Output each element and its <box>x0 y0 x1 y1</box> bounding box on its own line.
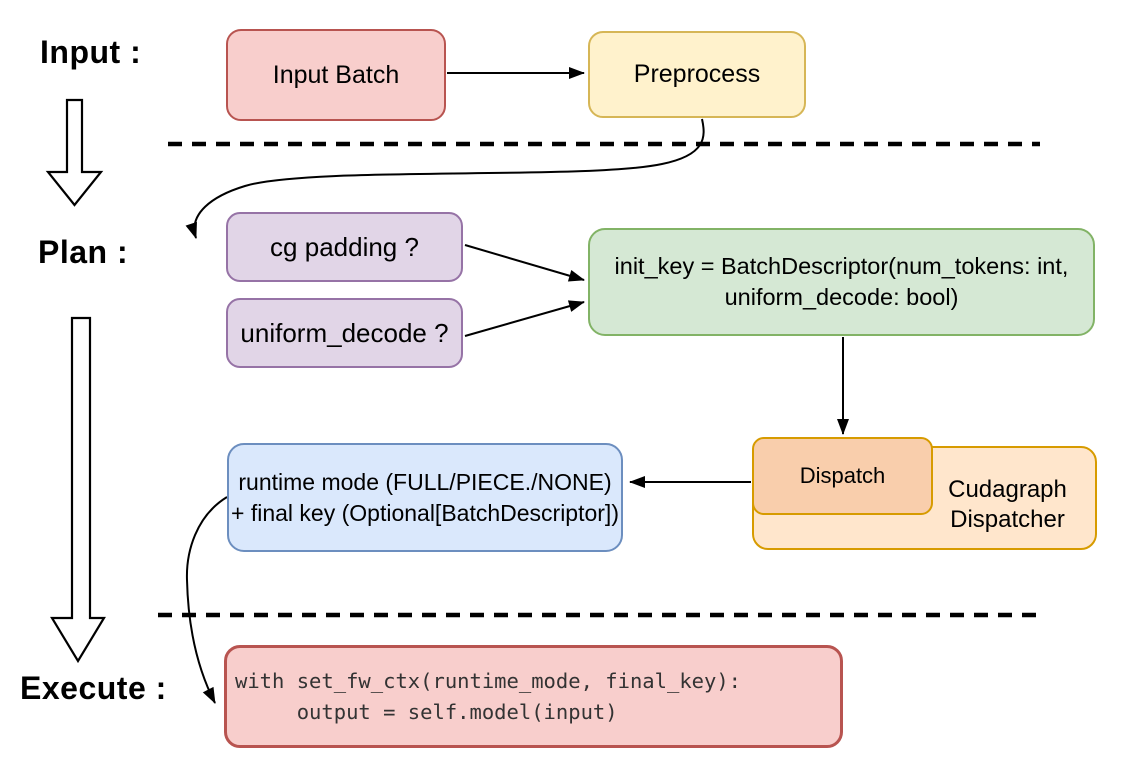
execute-code-line1: with set_fw_ctx(runtime_mode, final_key)… <box>235 668 742 693</box>
node-cg-padding: cg padding ? <box>226 212 463 282</box>
node-uniform-decode-label: uniform_decode ? <box>240 317 449 348</box>
flow-arrow-plan-to-execute <box>50 316 106 664</box>
node-uniform-decode: uniform_decode ? <box>226 298 463 368</box>
arrow-runtime-mode-to-execute-code <box>185 496 228 704</box>
node-dispatch: Dispatch <box>752 437 933 515</box>
node-cg-padding-label: cg padding ? <box>270 231 419 262</box>
node-runtime-mode-line1: runtime mode (FULL/PIECE./NONE) <box>238 469 612 496</box>
stage-label-input: Input : <box>40 34 142 70</box>
node-init-key: init_key = BatchDescriptor(num_tokens: i… <box>588 228 1095 336</box>
flow-arrow-input-to-plan <box>45 98 104 207</box>
stage-label-execute: Execute : <box>20 670 167 706</box>
node-runtime-mode-line2: + final key (Optional[BatchDescriptor]) <box>231 499 619 526</box>
node-cudagraph-dispatcher-label: Cudagraph Dispatcher <box>920 461 1095 535</box>
arrow-preprocess-to-cg-padding <box>185 118 705 239</box>
node-preprocess: Preprocess <box>588 31 806 118</box>
node-cudagraph-line2: Dispatcher <box>950 506 1065 533</box>
node-cudagraph-line1: Cudagraph <box>948 476 1067 503</box>
node-dispatch-label: Dispatch <box>799 463 886 489</box>
node-init-key-line1: init_key = BatchDescriptor(num_tokens: i… <box>614 252 1069 279</box>
arrow-uniform-decode-to-init-key <box>464 300 585 337</box>
node-execute-code: with set_fw_ctx(runtime_mode, final_key)… <box>224 645 843 748</box>
node-preprocess-label: Preprocess <box>633 60 761 88</box>
node-runtime-mode: runtime mode (FULL/PIECE./NONE) + final … <box>227 443 623 552</box>
node-init-key-line2: uniform_decode: bool) <box>724 284 959 310</box>
execute-code-line2: output = self.model(input) <box>235 699 618 724</box>
stage-label-plan: Plan : <box>38 234 129 270</box>
node-input-batch: Input Batch <box>226 29 446 121</box>
node-input-batch-label: Input Batch <box>272 60 400 89</box>
arrow-cg-padding-to-init-key <box>464 244 585 282</box>
